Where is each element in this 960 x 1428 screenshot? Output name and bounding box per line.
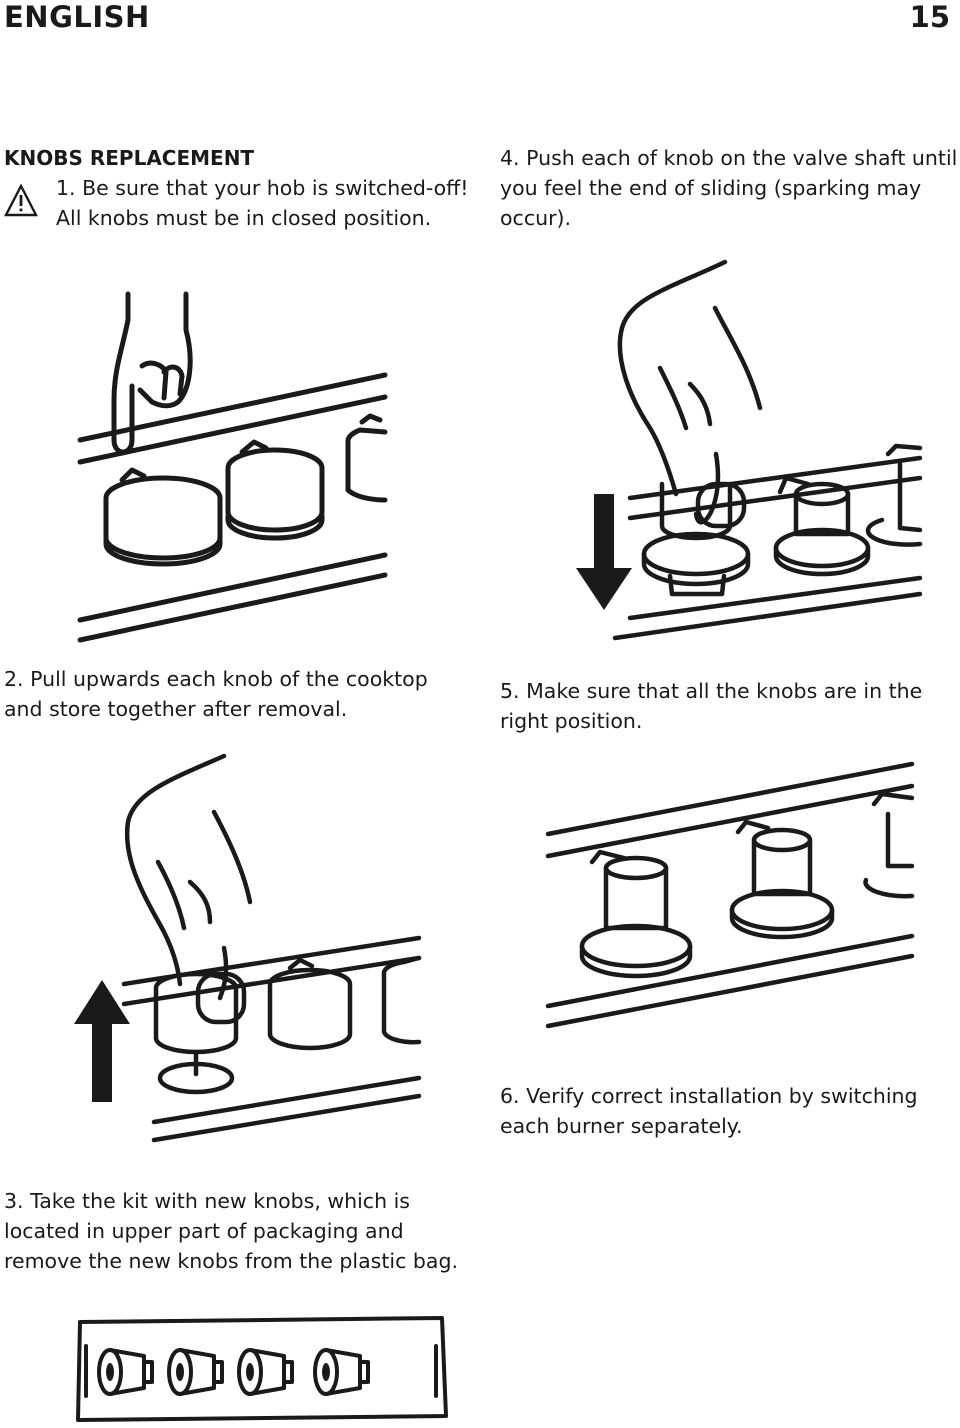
step-3-line-1: 3. Take the kit with new knobs, which is [4,1189,410,1213]
step-6-line-2: each burner separately. [500,1114,743,1138]
step-4-text: 4. Push each of knob on the valve shaft … [500,143,957,233]
step-2-text: 2. Pull upwards each knob of the cooktop… [4,664,428,724]
step-3-line-3: remove the new knobs from the plastic ba… [4,1249,458,1273]
warning-triangle-icon [4,184,38,218]
illustration-knobs-in-position [548,756,916,1038]
page-header-language: ENGLISH [4,0,150,34]
step-5-line-1: 5. Make sure that all the knobs are in t… [500,679,923,703]
step-3-line-2: located in upper part of packaging and [4,1219,404,1243]
step-5-line-2: right position. [500,709,643,733]
illustration-pull-knob [74,752,424,1150]
step-4-line-1: 4. Push each of knob on the valve shaft … [500,146,958,170]
step-5-text: 5. Make sure that all the knobs are in t… [500,676,922,736]
step-2-line-1: 2. Pull upwards each knob of the cooktop [4,667,428,691]
step-1-line-1: 1. Be sure that your hob is switched-off… [56,176,469,200]
step-4-line-2: you feel the end of sliding (sparking ma… [500,176,922,200]
page-number: 15 [909,0,950,34]
step-6-line-1: 6. Verify correct installation by switch… [500,1084,918,1108]
step-6-text: 6. Verify correct installation by switch… [500,1081,918,1141]
step-3-text: 3. Take the kit with new knobs, which is… [4,1186,458,1276]
illustration-knob-kit-bag [76,1316,448,1422]
step-1-line-2: All knobs must be in closed position. [56,206,432,230]
step-4-line-3: occur). [500,206,572,230]
step-1-text: 1. Be sure that your hob is switched-off… [56,173,469,233]
illustration-switched-off-knobs [70,290,390,650]
illustration-push-knob [576,258,920,643]
section-title: KNOBS REPLACEMENT [4,146,255,170]
step-2-line-2: and store together after removal. [4,697,348,721]
